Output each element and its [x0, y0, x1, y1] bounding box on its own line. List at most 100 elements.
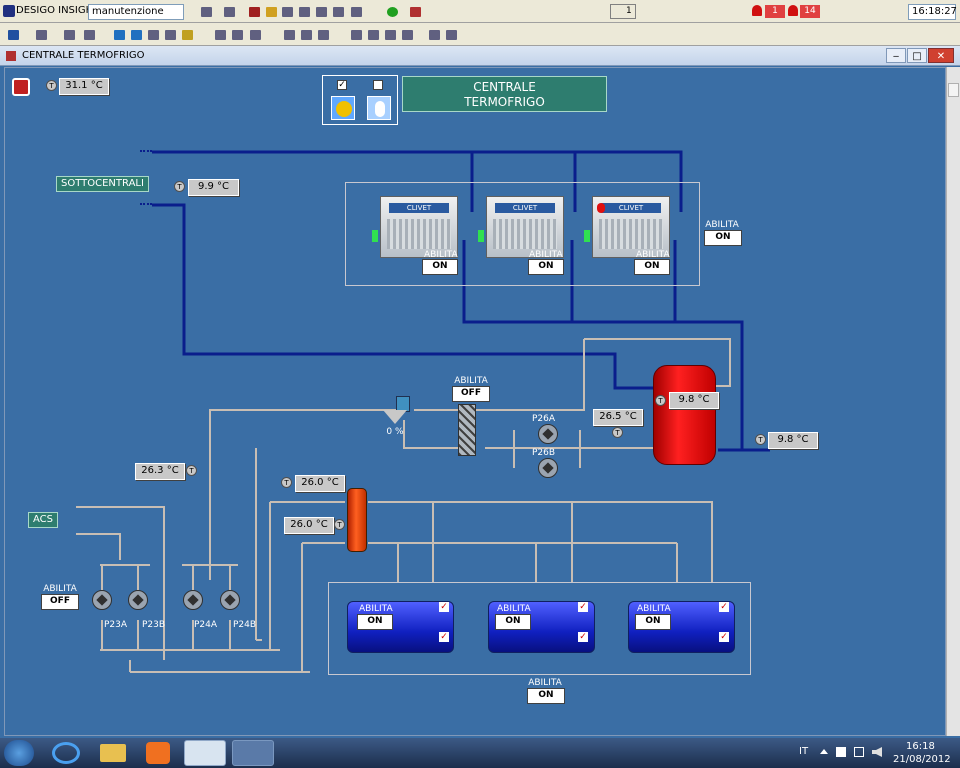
alarm-count-1[interactable]: 1: [765, 5, 785, 18]
layout-2-icon[interactable]: [364, 26, 382, 43]
sottocentrali-temp[interactable]: 9.9 °C: [188, 179, 239, 196]
chiller-group-enable-button[interactable]: ON: [704, 230, 742, 246]
sottocentrali-link[interactable]: SOTTOCENTRALI: [56, 176, 149, 192]
tool-settings-icon[interactable]: [347, 3, 365, 20]
chiller-2-enable-button[interactable]: ON: [528, 259, 564, 275]
tool-clock-icon[interactable]: [329, 3, 347, 20]
explorer-icon[interactable]: [100, 744, 126, 762]
tool-bell-icon[interactable]: [262, 3, 280, 20]
summer-checkbox[interactable]: ✓: [337, 80, 347, 90]
tool-edit-icon[interactable]: [220, 3, 238, 20]
printer-icon[interactable]: [246, 26, 264, 43]
boiler-group: [328, 582, 751, 675]
layout-3-icon[interactable]: [381, 26, 399, 43]
nav-1-icon[interactable]: [60, 26, 78, 43]
pump-p23a-icon[interactable]: [92, 590, 112, 610]
ie-icon[interactable]: [52, 742, 80, 764]
boiler-supply-temp[interactable]: 26.0 °C: [295, 475, 345, 492]
preview-icon[interactable]: [228, 26, 246, 43]
desigo-task-icon[interactable]: [184, 740, 226, 766]
tool-home-icon[interactable]: [197, 3, 215, 20]
close-button[interactable]: ✕: [928, 48, 954, 63]
acs-link[interactable]: ACS: [28, 512, 58, 528]
tree-icon[interactable]: [110, 26, 128, 43]
scroll-up-button[interactable]: [948, 83, 959, 97]
tool-check-icon[interactable]: [383, 3, 401, 20]
acs-enable-button[interactable]: OFF: [41, 594, 79, 610]
start-button[interactable]: [4, 740, 34, 766]
alarm-bell-icon[interactable]: [752, 5, 762, 16]
tool-doc-icon[interactable]: [406, 3, 424, 20]
sun-icon[interactable]: [331, 96, 355, 120]
boiler-2-enable-button[interactable]: ON: [495, 614, 531, 630]
forward-icon[interactable]: [32, 26, 50, 43]
return-temp[interactable]: 9.8 °C: [768, 432, 818, 449]
page-counter-box[interactable]: 1: [610, 4, 636, 19]
nav-2-icon[interactable]: [80, 26, 98, 43]
exchanger-abilita-label: ABILITA: [454, 376, 488, 386]
chiller-2[interactable]: CLIVET: [486, 196, 564, 258]
back-icon[interactable]: [4, 26, 22, 43]
globe-icon[interactable]: [161, 26, 179, 43]
language-indicator[interactable]: IT: [799, 746, 809, 757]
taskbar-date[interactable]: 21/08/2012: [893, 754, 951, 765]
tool-chart-icon[interactable]: [278, 3, 296, 20]
media-player-icon[interactable]: [146, 742, 170, 764]
minimize-button[interactable]: ‒: [886, 48, 906, 63]
pump-p26a-icon[interactable]: [538, 424, 558, 444]
storage-tank[interactable]: [653, 365, 716, 465]
outdoor-temp[interactable]: 31.1 °C: [59, 78, 109, 95]
window-2-icon[interactable]: [297, 26, 315, 43]
window-3-icon[interactable]: [314, 26, 332, 43]
p24b-label: P24B: [233, 620, 257, 630]
tool-search-icon[interactable]: [312, 3, 330, 20]
print-icon[interactable]: [211, 26, 229, 43]
tool-grid-icon[interactable]: [245, 3, 263, 20]
hydraulic-separator[interactable]: [347, 488, 367, 552]
taskbar-time[interactable]: 16:18: [906, 741, 935, 752]
paint-task-icon[interactable]: [232, 740, 274, 766]
layout-5-icon[interactable]: [425, 26, 443, 43]
outdoor-sensor-icon[interactable]: [12, 78, 30, 96]
boiler-1-abilita-label: ABILITA: [359, 604, 393, 614]
pump-p26b-icon[interactable]: [538, 458, 558, 478]
exchanger-enable-button[interactable]: OFF: [452, 386, 490, 402]
flag-icon[interactable]: [836, 747, 846, 757]
layout-6-icon[interactable]: [442, 26, 460, 43]
layout-1-icon[interactable]: [347, 26, 365, 43]
tank-temp[interactable]: 9.8 °C: [669, 392, 719, 409]
window-1-icon[interactable]: [280, 26, 298, 43]
volume-icon[interactable]: [872, 747, 882, 757]
chiller-1[interactable]: CLIVET: [380, 196, 458, 258]
network-icon[interactable]: [854, 747, 864, 757]
cube-icon[interactable]: [178, 26, 196, 43]
user-field[interactable]: manutenzione: [88, 4, 184, 20]
boiler-3-enable-button[interactable]: ON: [635, 614, 671, 630]
alarm-count-2[interactable]: 14: [800, 5, 820, 18]
winter-checkbox[interactable]: [373, 80, 383, 90]
heat-exchanger[interactable]: [458, 404, 476, 456]
hx-temp[interactable]: 26.5 °C: [593, 409, 643, 426]
tool-book-icon[interactable]: [295, 3, 313, 20]
pump-p23b-icon[interactable]: [128, 590, 148, 610]
tray-show-icon[interactable]: [820, 749, 828, 754]
boiler-1-enable-button[interactable]: ON: [357, 614, 393, 630]
snowman-icon[interactable]: [367, 96, 391, 120]
chiller-3[interactable]: CLIVET: [592, 196, 670, 258]
left-temp[interactable]: 26.3 °C: [135, 463, 185, 480]
boiler-return-temp[interactable]: 26.0 °C: [284, 517, 334, 534]
three-way-valve-icon[interactable]: [383, 410, 407, 424]
vertical-scrollbar[interactable]: [946, 67, 960, 736]
tree-2-icon[interactable]: [127, 26, 145, 43]
pump-p24a-icon[interactable]: [183, 590, 203, 610]
maximize-button[interactable]: □: [907, 48, 927, 63]
pump-p24b-icon[interactable]: [220, 590, 240, 610]
layout-4-icon[interactable]: [398, 26, 416, 43]
target-icon[interactable]: [144, 26, 162, 43]
boiler-3[interactable]: [628, 601, 735, 653]
chiller-1-enable-button[interactable]: ON: [422, 259, 458, 275]
chiller-3-enable-button[interactable]: ON: [634, 259, 670, 275]
boiler-group-enable-button[interactable]: ON: [527, 688, 565, 704]
left-sensor-icon: T: [186, 465, 197, 476]
alarm-bell-2-icon[interactable]: [788, 5, 798, 16]
